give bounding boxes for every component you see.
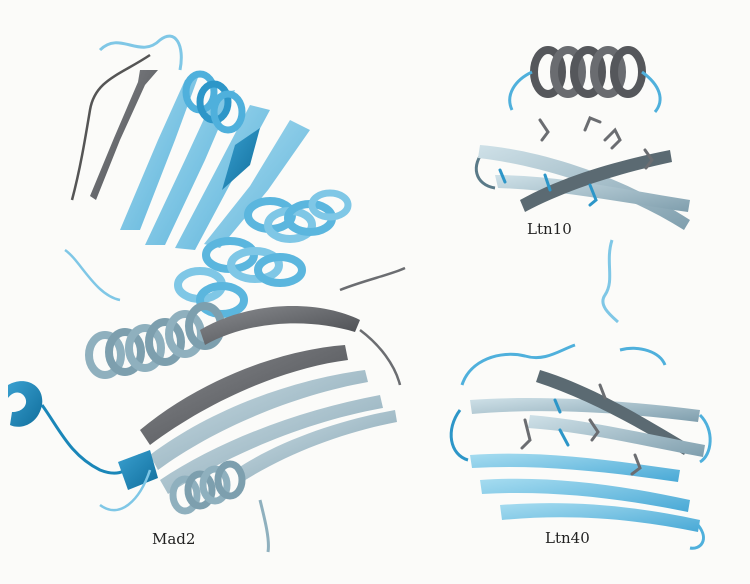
mad2-helix-top	[182, 70, 246, 134]
ltn40-structure	[449, 343, 712, 550]
mad2-gray-strand	[90, 70, 158, 200]
mad2-loop-right-2	[359, 329, 402, 386]
ltn40-strand-1	[470, 398, 700, 422]
ltn10-strand-3	[520, 150, 672, 212]
ltn40-blue-strand-2	[480, 478, 690, 512]
ltn10-side-chains	[498, 116, 654, 207]
mad2-steel-strand-1	[150, 370, 368, 470]
mad2-upper-strand-4	[204, 120, 310, 248]
mad2-deep-blue-strand	[118, 450, 158, 490]
mad2-label: Mad2	[152, 530, 196, 548]
ltn40-loop-top-right	[619, 346, 667, 366]
ltn40-strand-3	[528, 415, 705, 457]
mad2-steel-strand-2	[160, 395, 383, 494]
ltn10-strand-1	[478, 145, 690, 230]
mad2-structure	[8, 34, 406, 553]
mad2-loop-bottom-left	[99, 469, 152, 512]
ltn40-loop-bottom	[689, 524, 705, 550]
ltn40-label: Ltn40	[545, 529, 590, 547]
ltn10-label: Ltn10	[527, 220, 572, 238]
mad2-helix-lower	[85, 302, 225, 379]
mad2-loop-left	[64, 248, 121, 302]
mad2-steel-strand-3	[235, 410, 397, 482]
ltn40-loop-top	[460, 343, 576, 386]
ltn40-loop-left	[449, 409, 469, 462]
mad2-loop-bottom	[258, 499, 270, 553]
mad2-deep-blue-n-term	[8, 381, 43, 427]
mad2-loop-gray	[70, 53, 151, 201]
ltn40-loop-right	[698, 413, 712, 464]
ltn40-blue-strand-1	[470, 453, 680, 482]
ltn10-loop-left	[508, 70, 533, 111]
ltn10-helix	[530, 46, 646, 98]
mad2-helix-middle	[174, 189, 352, 318]
mad2-upper-strand-2	[145, 90, 235, 245]
mad2-loop-right	[339, 266, 406, 292]
ltn10-loop-right	[641, 70, 662, 113]
ltn10-tail	[601, 239, 619, 324]
mad2-deep-strand-right	[222, 128, 260, 190]
mad2-lower-gray-strand-2	[140, 345, 348, 445]
ltn40-side-chains	[520, 383, 642, 476]
mad2-helix-bottom	[169, 460, 246, 515]
mad2-upper-strand-1	[120, 72, 200, 230]
ltn40-strand-2	[536, 370, 690, 455]
mad2-loop-top	[98, 34, 183, 71]
ltn40-blue-strand-3	[500, 503, 700, 532]
ltn10-structure	[474, 46, 690, 324]
mad2-lower-gray-strand-1	[200, 306, 360, 345]
